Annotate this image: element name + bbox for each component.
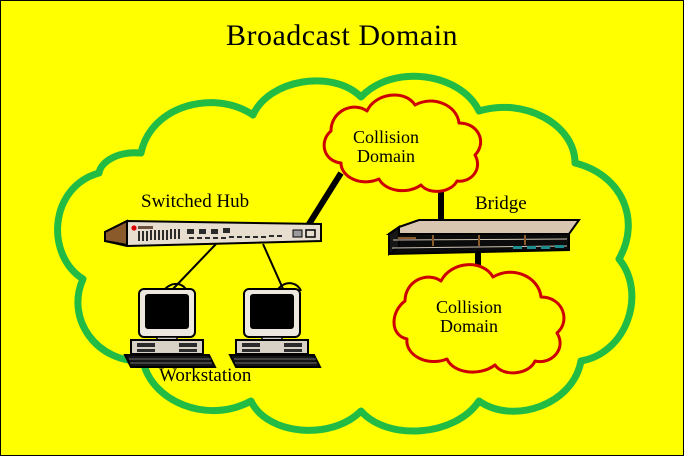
workstation-2-drive-bays xyxy=(242,343,302,352)
workstation-1-keys xyxy=(129,358,212,364)
link-hub-to-collision-top xyxy=(301,171,344,234)
bridge-badge xyxy=(398,237,416,239)
collision-domain-bottom-line2: Domain xyxy=(440,316,498,337)
workstation-1-drive-bays xyxy=(137,343,197,352)
hub-status-indicators xyxy=(187,228,230,234)
hub-uplink-connector-2 xyxy=(305,229,316,238)
bridge-led-indicators xyxy=(513,245,564,249)
switched-hub-label: Switched Hub xyxy=(141,191,250,212)
workstation-1 xyxy=(123,283,217,368)
collision-domain-bottom-label: Collision Domain xyxy=(405,297,533,337)
switched-hub-device xyxy=(104,219,322,248)
hub-uplink-connector xyxy=(292,229,303,238)
workstation-2-cable xyxy=(277,282,302,292)
workstation-label: Workstation xyxy=(159,365,252,386)
workstation-1-keyboard xyxy=(123,354,217,368)
collision-domain-bottom-line1: Collision xyxy=(435,297,502,317)
workstation-2-keys xyxy=(234,358,317,364)
collision-domain-top-line1: Collision xyxy=(352,127,419,147)
bridge-label: Bridge xyxy=(475,193,527,214)
bridge-device xyxy=(385,219,581,256)
hub-port-row xyxy=(189,235,282,239)
hub-brand-mark xyxy=(138,226,153,229)
collision-domain-top-line2: Domain xyxy=(357,146,415,167)
collision-domain-bottom-cloud xyxy=(392,263,566,375)
bridge-left-face xyxy=(388,225,400,256)
workstation-2-keyboard xyxy=(228,354,322,368)
collision-domain-top-label: Collision Domain xyxy=(328,127,444,167)
workstation-2 xyxy=(228,282,322,368)
bridge-dividers xyxy=(432,235,526,246)
bridge-top-face xyxy=(385,219,581,235)
collision-domain-top-cloud xyxy=(322,93,482,193)
workstation-2-screen xyxy=(250,294,294,329)
hub-endcap xyxy=(104,219,128,247)
link-hub-to-workstation-2 xyxy=(262,243,285,292)
hub-power-led-icon xyxy=(131,225,137,231)
workstation-1-screen xyxy=(145,294,189,329)
bridge-seam-2 xyxy=(391,245,568,249)
hub-vent-grille xyxy=(138,229,180,241)
diagram-title: Broadcast Domain xyxy=(225,19,459,52)
